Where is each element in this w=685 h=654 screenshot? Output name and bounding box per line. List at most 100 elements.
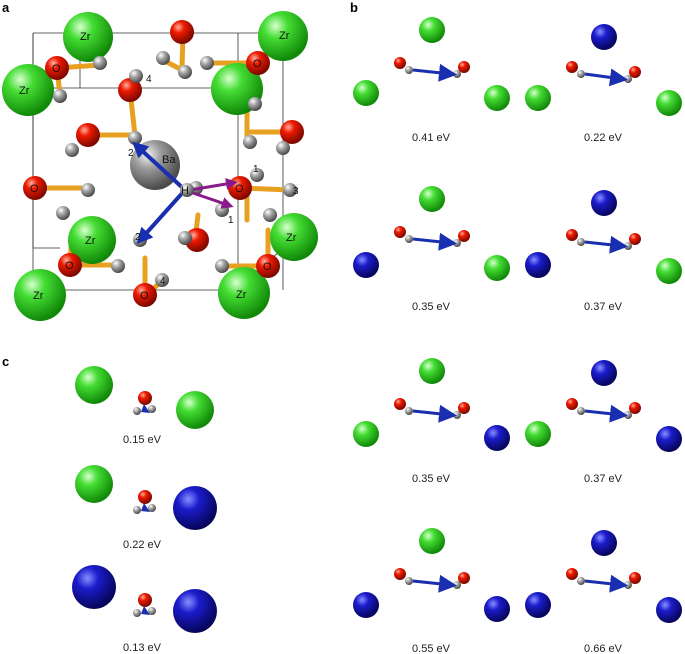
zr-atom — [218, 267, 270, 319]
config-b8: 0.66 eV — [525, 530, 682, 654]
energy-label: 0.13 eV — [123, 642, 162, 654]
config-b7: 0.55 eV — [353, 528, 510, 654]
hydrogen-atom — [577, 577, 585, 585]
hydrogen-atom — [129, 69, 143, 83]
zr-label: Zr — [33, 290, 44, 302]
hydrogen-atom — [577, 238, 585, 246]
hydrogen-atom — [81, 183, 95, 197]
hydrogen-atom — [111, 259, 125, 273]
hydrogen-atom — [248, 97, 262, 111]
site-number-2: 2 — [128, 148, 134, 159]
ba-site-atom — [353, 592, 379, 618]
zr-label: Zr — [19, 85, 30, 97]
hydrogen-atom — [577, 70, 585, 78]
zr-atom — [75, 366, 113, 404]
hydrogen-atom — [453, 239, 461, 247]
panel-label-c: c — [2, 354, 9, 369]
ba-site-atom — [591, 360, 617, 386]
hydrogen-atom — [56, 206, 70, 220]
zr-atom — [484, 255, 510, 281]
hydrogen-atom — [624, 581, 632, 589]
hydrogen-atom — [263, 208, 277, 222]
energy-label: 0.41 eV — [412, 132, 451, 144]
hydrogen-atom — [624, 242, 632, 250]
hydrogen-atom — [93, 56, 107, 70]
zr-label: Zr — [80, 31, 91, 43]
energy-label: 0.55 eV — [412, 643, 451, 654]
oxygen-atom — [629, 572, 641, 584]
panel-label-a: a — [2, 0, 10, 15]
oxygen-label: O — [140, 290, 149, 302]
ba-site-atom — [656, 597, 682, 623]
rotation-arrow — [141, 503, 150, 512]
ba-site-atom — [591, 530, 617, 556]
ba-site-atom — [173, 589, 217, 633]
ba-site-atom — [525, 252, 551, 278]
zr-atom — [2, 64, 54, 116]
hydrogen-atom — [453, 581, 461, 589]
ba-site-atom — [173, 486, 217, 530]
oxygen-atom — [394, 57, 406, 69]
zr-atom — [270, 213, 318, 261]
hydrogen-atom — [577, 407, 585, 415]
config-b5: 0.35 eV — [353, 358, 510, 485]
config-b6: 0.37 eV — [525, 360, 682, 485]
energy-label: 0.22 eV — [584, 132, 623, 144]
oxygen-atom — [76, 123, 100, 147]
config-c3: 0.13 eV — [72, 565, 217, 654]
ba-site-atom — [591, 24, 617, 50]
arrow-to-site-2 — [132, 141, 187, 192]
hydrogen-atom — [156, 51, 170, 65]
energy-label: 0.37 eV — [584, 473, 623, 485]
oxygen-atom — [246, 51, 270, 75]
oxygen-atom — [458, 61, 470, 73]
proton-jump-arrows — [132, 141, 238, 244]
oxygen-atom — [566, 398, 578, 410]
energy-label: 0.66 eV — [584, 643, 623, 654]
config-b4: 0.37 eV — [525, 190, 682, 313]
oxygen-atom — [394, 398, 406, 410]
oxygen-atom — [45, 56, 69, 80]
rotation-arrow — [141, 404, 150, 413]
oxygen-label: O — [65, 260, 74, 272]
jump-arrow — [584, 574, 628, 593]
site-number-2: 2 — [135, 232, 141, 243]
energy-label: 0.22 eV — [123, 539, 162, 551]
ba-label: Ba — [162, 154, 176, 166]
hydrogen-atom — [133, 506, 141, 514]
zr-atom — [419, 17, 445, 43]
energy-label: 0.37 eV — [584, 301, 623, 313]
hydrogen-atom — [200, 56, 214, 70]
site-number-1: 1 — [228, 215, 234, 226]
oxygen-label: O — [253, 58, 262, 70]
config-c2: 0.22 eV — [75, 465, 217, 551]
ba-site-atom — [525, 592, 551, 618]
oxygen-label: O — [52, 63, 61, 75]
config-b2: 0.22 eV — [525, 24, 682, 144]
zr-atom — [656, 258, 682, 284]
oxygen-atom — [138, 490, 152, 504]
hydrogen-atom — [624, 411, 632, 419]
oxygen-label: O — [263, 261, 272, 273]
oxygen-atom — [629, 233, 641, 245]
hydrogen-atom — [148, 405, 156, 413]
arrow-to-site-2b — [136, 188, 187, 244]
zr-atom — [353, 421, 379, 447]
oxygen-atom — [629, 66, 641, 78]
energy-label: 0.35 eV — [412, 301, 451, 313]
energy-label: 0.35 eV — [412, 473, 451, 485]
hydrogen-atom — [53, 89, 67, 103]
oxygen-label: O — [30, 183, 39, 195]
rotation-arrow — [141, 606, 150, 615]
hydrogen-atom — [250, 168, 264, 182]
hydrogen-atom — [243, 135, 257, 149]
hydrogen-atom — [178, 65, 192, 79]
ba-site-atom — [591, 190, 617, 216]
zr-label: Zr — [85, 235, 96, 247]
jump-arrow — [412, 574, 457, 593]
hydrogen-atoms — [53, 51, 297, 287]
oxygen-atom — [23, 176, 47, 200]
config-c1: 0.15 eV — [75, 366, 214, 446]
energy-label: 0.15 eV — [123, 434, 162, 446]
oxygen-atom — [256, 254, 280, 278]
